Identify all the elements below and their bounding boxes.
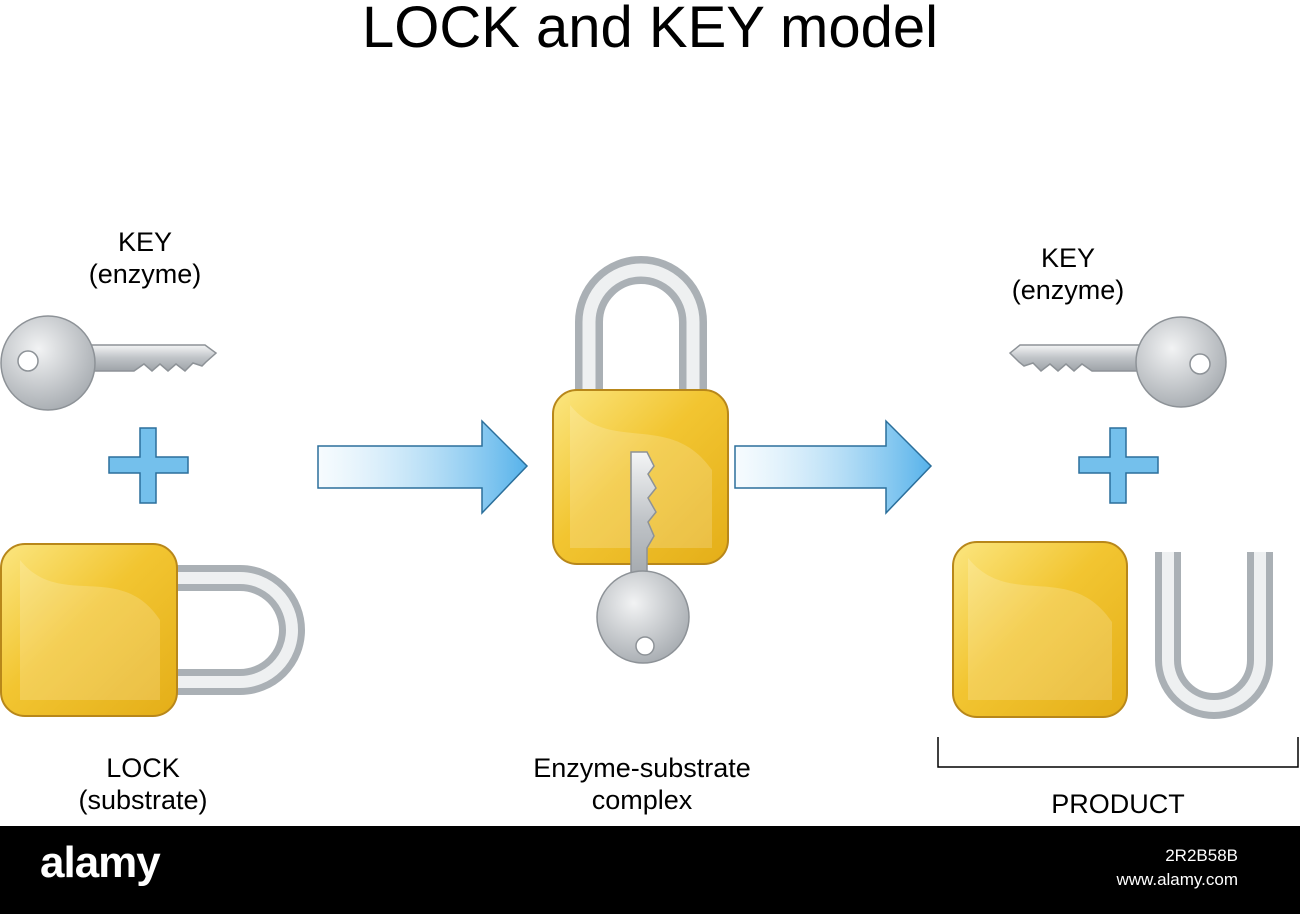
plus-right-icon — [1078, 427, 1159, 504]
key-left-label: KEY (enzyme) — [60, 226, 230, 290]
key-right-label-line2: (enzyme) — [1011, 275, 1125, 305]
enzyme-substrate-complex-icon — [552, 256, 729, 664]
complex-label-line1: Enzyme-substrate — [533, 753, 751, 783]
complex-label-line2: complex — [591, 785, 693, 815]
product-bracket — [937, 737, 1299, 768]
key-right-label: KEY (enzyme) — [983, 242, 1153, 306]
key-right-label-line1: KEY — [1040, 243, 1096, 273]
lock-label: LOCK (substrate) — [48, 752, 238, 816]
product-lock-body-icon — [952, 541, 1128, 718]
complex-label: Enzyme-substrate complex — [487, 752, 797, 816]
brand-logo: alamy — [40, 838, 161, 887]
arrow-1-icon — [317, 419, 529, 515]
lock-label-line1: LOCK — [106, 753, 180, 783]
diagram-title: LOCK and KEY model — [361, 0, 939, 60]
image-id: 2R2B58B — [1165, 846, 1238, 865]
arrow-2-icon — [734, 419, 933, 515]
key-left-icon — [0, 315, 218, 411]
key-left-label-line2: (enzyme) — [88, 259, 202, 289]
product-shackle-icon — [1155, 552, 1273, 719]
lock-substrate-icon — [0, 543, 305, 717]
lock-label-line2: (substrate) — [78, 785, 208, 815]
image-url: www.alamy.com — [1116, 870, 1238, 889]
product-label: PRODUCT — [1051, 789, 1185, 819]
key-right-icon — [1008, 316, 1227, 408]
key-left-label-line1: KEY — [117, 227, 173, 257]
plus-left-icon — [108, 427, 189, 504]
footer-bar — [0, 826, 1300, 914]
